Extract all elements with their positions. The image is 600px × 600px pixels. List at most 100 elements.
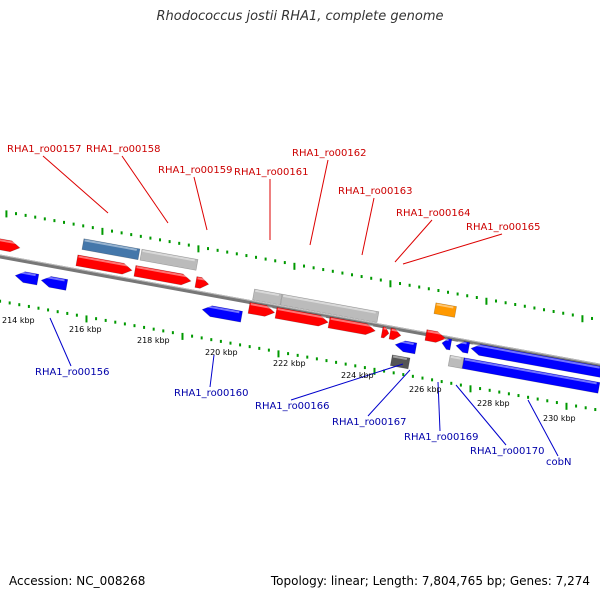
gene-feature-22 [470,343,600,378]
gene-shine [457,340,467,345]
gene-shine [250,303,273,310]
gene-feature-23 [447,354,465,369]
gene-feature-14 [380,326,390,339]
gene-shape [447,354,465,369]
gene-shape [252,288,283,306]
forward-leader-line [42,155,109,214]
gene-shine [255,289,280,297]
gene-shape [380,326,390,339]
scale-tick-label: 224 kbp [341,371,374,380]
gene-feature-3 [75,254,133,275]
gene-shine [472,343,600,369]
reverse-gene-label: RHA1_ro00169 [404,432,479,443]
forward-gene-label: RHA1_ro00162 [292,148,367,159]
gene-feature-21 [455,340,471,354]
gene-shine [283,294,376,314]
gene-feature-12 [274,307,329,327]
gene-shape [274,307,329,327]
gene-feature-19 [390,354,411,370]
reverse-leader-line [209,354,215,388]
genome-stats-text: Topology: linear; Length: 7,804,765 bp; … [270,574,590,588]
backbone-highlight [0,254,600,365]
gene-shine [0,239,18,245]
reverse-leader-line [290,363,404,401]
reverse-leader-line [367,369,411,417]
gene-shine [443,338,449,342]
gene-shine [203,304,240,314]
scale-tick-label: 216 kbp [69,325,102,334]
gene-shine [197,277,207,281]
gene-shine [427,330,444,336]
forward-leader-line [402,233,503,265]
scale-tick-label: 214 kbp [2,316,35,325]
reverse-leader-line [527,399,559,457]
gene-shape [201,305,243,323]
gene-shape [75,254,133,275]
gene-feature-11 [247,302,276,317]
gene-shape [14,271,40,286]
gene-shine [136,266,189,278]
genome-backbone [0,254,600,368]
gene-shine [391,328,399,333]
lower-tick-row [0,299,597,412]
gene-shine [16,270,36,277]
gene-shine [436,303,454,309]
gene-feature-5 [194,276,210,289]
reverse-gene-label: RHA1_ro00166 [255,401,330,412]
gene-shape [133,265,192,286]
gene-shape [139,248,199,271]
forward-gene-label: RHA1_ro00161 [234,167,309,178]
gene-shine [383,327,387,330]
gene-feature-16 [433,302,457,318]
gene-shape [247,302,276,317]
reverse-gene-label: RHA1_ro00170 [470,446,545,457]
gene-shine [396,339,414,345]
scale-tick-label: 218 kbp [137,336,170,345]
gene-feature-18 [394,339,418,355]
gene-shine [277,308,327,319]
scale-tick-label: 230 kbp [543,414,576,423]
gene-feature-9 [252,288,283,306]
gene-shape [394,340,418,355]
backbone-line [0,254,600,368]
forward-leader-line [121,155,169,224]
gene-shine [464,358,597,385]
gene-shine [78,255,130,267]
gene-shape [0,238,21,253]
reverse-leader-line [437,381,441,432]
forward-gene-label: RHA1_ro00163 [338,186,413,197]
gene-feature-7 [40,275,69,291]
gene-feature-4 [133,265,192,286]
gene-shape [194,276,210,289]
gene-features [0,238,600,394]
gene-feature-17 [424,329,447,343]
gene-shape [470,344,600,378]
gene-shape [388,327,402,341]
reverse-leader-line [455,384,507,446]
gene-shine [42,275,65,282]
gene-shine [84,239,137,251]
gene-feature-10 [280,293,380,323]
forward-leader-line [193,176,208,231]
forward-leader-line [394,219,433,263]
gene-feature-13 [327,316,376,335]
gene-shape [433,302,457,318]
reverse-leader-line [49,317,72,367]
gene-shape [455,341,471,354]
gene-feature-8 [201,304,243,323]
gene-shape [40,276,69,291]
gene-feature-15 [388,327,402,341]
gene-feature-0 [0,238,21,253]
gene-shape [81,238,141,261]
upper-tick-row [5,210,594,323]
forward-leader-line [309,159,329,246]
accession-text: Accession: NC_008268 [9,574,146,588]
gene-feature-24 [461,357,600,394]
forward-gene-label: RHA1_ro00157 [7,144,82,155]
forward-gene-label: RHA1_ro00165 [466,222,541,233]
gene-shine [330,317,374,328]
scale-tick-label: 228 kbp [477,399,510,408]
reverse-gene-label: RHA1_ro00160 [174,388,249,399]
